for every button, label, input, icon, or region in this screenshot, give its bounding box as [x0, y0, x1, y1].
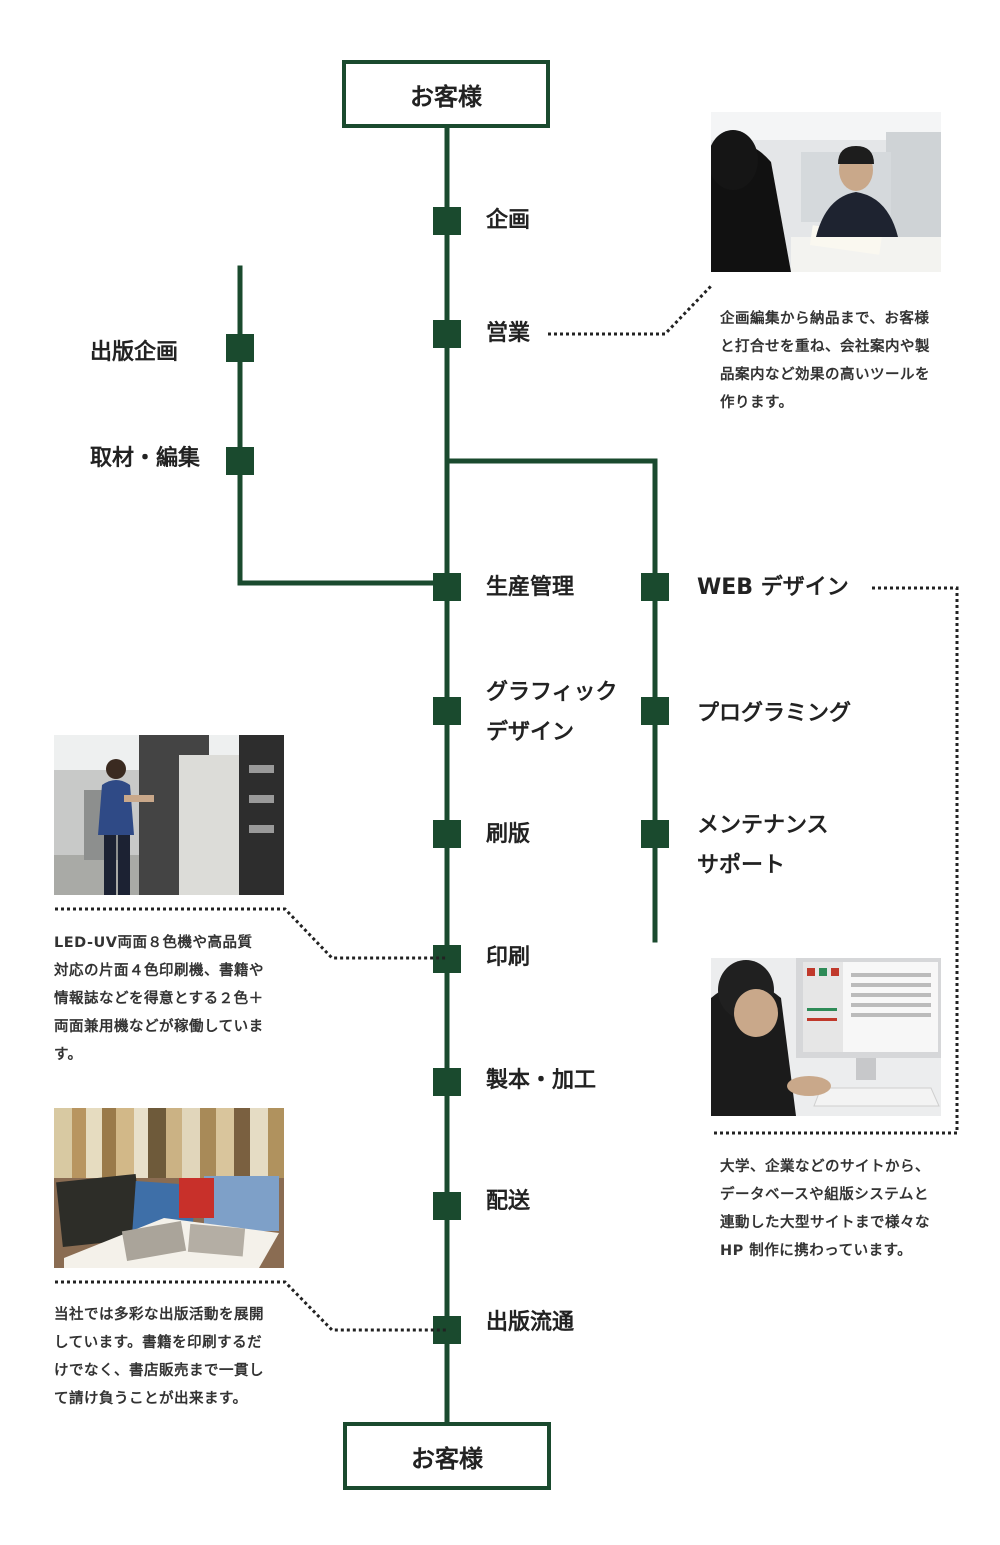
- desc-publishing-line: て請け負うことが出来ます。: [54, 1391, 248, 1407]
- photo-printing-press: [54, 735, 284, 895]
- leader-printing: [55, 907, 447, 960]
- marker-maintenance: [641, 820, 669, 848]
- marker-graphic: [433, 697, 461, 725]
- step-graphic-design-2: デザイン: [486, 720, 575, 745]
- step-shuppan-kikaku: 出版企画: [90, 340, 179, 365]
- leader-sales: [548, 283, 714, 336]
- photo-publications: [54, 1108, 284, 1268]
- desc-printing-line: LED-UV両面８色機や高品質: [54, 935, 253, 951]
- desc-printing-line: 両面兼用機などが稼働していま: [54, 1019, 264, 1035]
- photo-web-design: [711, 958, 941, 1116]
- step-seisan-kanri: 生産管理: [486, 575, 575, 600]
- desc-sales: 企画編集から納品まで、お客様 と打合せを重ね、会社案内や製 品案内など効果の高い…: [720, 305, 960, 417]
- desc-sales-line: 企画編集から納品まで、お客様: [720, 311, 930, 327]
- marker-shuzai: [226, 447, 254, 475]
- step-graphic-design-1: グラフィック: [486, 680, 618, 705]
- marker-seisan: [433, 573, 461, 601]
- leader-web: [712, 586, 959, 1135]
- desc-publishing-line: しています。書籍を印刷するだ: [54, 1335, 263, 1351]
- step-shuzai-henshu: 取材・編集: [90, 446, 201, 471]
- desc-sales-line: 品案内など効果の高いツールを: [720, 367, 930, 383]
- customer-node-top: お客様: [342, 60, 550, 128]
- desc-sales-line: 作ります。: [720, 395, 794, 411]
- marker-eigyo: [433, 320, 461, 348]
- marker-kikaku: [433, 207, 461, 235]
- desc-printing-line: す。: [54, 1047, 83, 1063]
- desc-publishing-line: けでなく、書店販売まで一貫し: [54, 1363, 264, 1379]
- desc-web: 大学、企業などのサイトから、 データベースや組版システムと 連動した大型サイトま…: [720, 1153, 960, 1265]
- customer-node-top-label: お客様: [410, 82, 482, 111]
- step-web-design: WEB デザイン: [697, 575, 849, 600]
- desc-publishing-line: 当社では多彩な出版活動を展開: [54, 1307, 264, 1323]
- step-maintenance-1: メンテナンス: [697, 813, 829, 838]
- marker-shuppan-kikaku: [226, 334, 254, 362]
- step-haiso: 配送: [486, 1189, 531, 1214]
- marker-programming: [641, 697, 669, 725]
- step-programming: プログラミング: [697, 701, 852, 726]
- desc-printing: LED-UV両面８色機や高品質 対応の片面４色印刷機、書籍や 情報誌などを得意と…: [54, 929, 294, 1069]
- marker-seihon: [433, 1068, 461, 1096]
- step-shuppan-ryutsu: 出版流通: [486, 1310, 575, 1335]
- step-sappan: 刷版: [486, 822, 531, 847]
- step-kikaku: 企画: [486, 208, 531, 233]
- step-seihon-kako: 製本・加工: [486, 1068, 597, 1093]
- step-insatsu: 印刷: [486, 945, 531, 970]
- marker-web-design: [641, 573, 669, 601]
- customer-node-bottom: お客様: [343, 1422, 551, 1490]
- desc-printing-line: 情報誌などを得意とする２色＋: [54, 991, 264, 1007]
- step-maintenance-2: サポート: [697, 853, 786, 878]
- desc-web-line: 連動した大型サイトまで様々な: [720, 1215, 930, 1231]
- step-eigyo: 営業: [486, 321, 531, 346]
- marker-haiso: [433, 1192, 461, 1220]
- desc-printing-line: 対応の片面４色印刷機、書籍や: [54, 963, 264, 979]
- desc-publishing: 当社では多彩な出版活動を展開 しています。書籍を印刷するだ けでなく、書店販売ま…: [54, 1301, 294, 1413]
- desc-web-line: 大学、企業などのサイトから、: [720, 1159, 930, 1175]
- marker-sappan: [433, 820, 461, 848]
- desc-web-line: データベースや組版システムと: [720, 1187, 929, 1203]
- leader-publishing: [55, 1280, 447, 1332]
- photo-sales-meeting: [711, 112, 941, 272]
- customer-node-bottom-label: お客様: [411, 1444, 483, 1473]
- desc-sales-line: と打合せを重ね、会社案内や製: [720, 339, 930, 355]
- desc-web-line: HP 制作に携わっています。: [720, 1243, 913, 1259]
